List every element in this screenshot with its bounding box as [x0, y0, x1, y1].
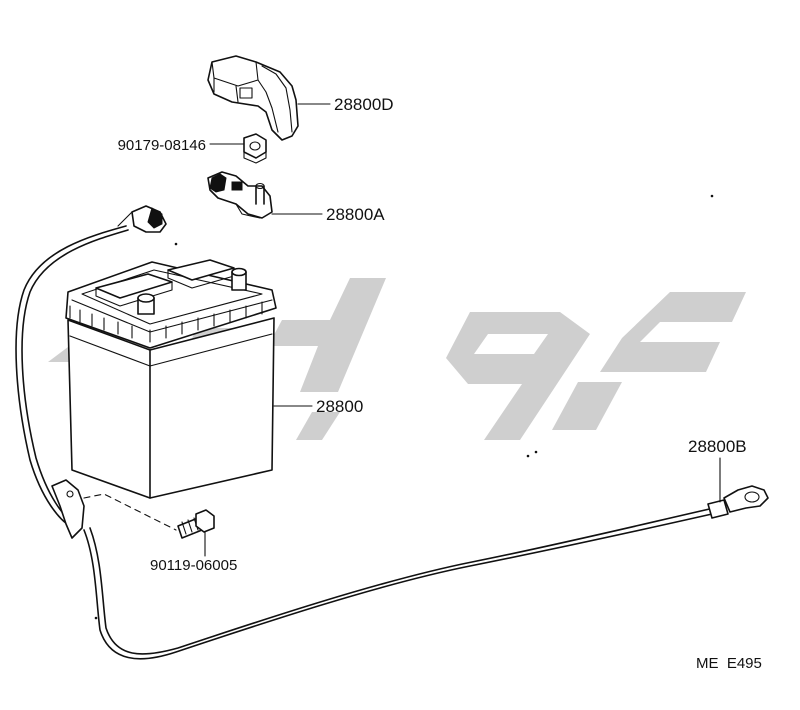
print-specks — [94, 194, 714, 620]
nut-part — [243, 133, 267, 164]
terminal-cover-part — [207, 55, 299, 141]
negative-cable-part — [15, 205, 769, 660]
illustration-code: ME E495 — [696, 655, 762, 672]
leader-lines — [83, 103, 721, 557]
callout-bolt: 90119-06005 — [150, 557, 237, 574]
positive-terminal-part — [207, 171, 273, 219]
callout-terminal: 28800A — [326, 205, 385, 224]
callout-cover: 28800D — [334, 95, 394, 114]
callout-battery: 28800 — [316, 397, 363, 416]
callout-cable: 28800B — [688, 437, 747, 456]
bolt-part — [177, 509, 215, 539]
battery-part — [65, 259, 277, 499]
callout-nut: 90179-08146 — [118, 137, 206, 154]
